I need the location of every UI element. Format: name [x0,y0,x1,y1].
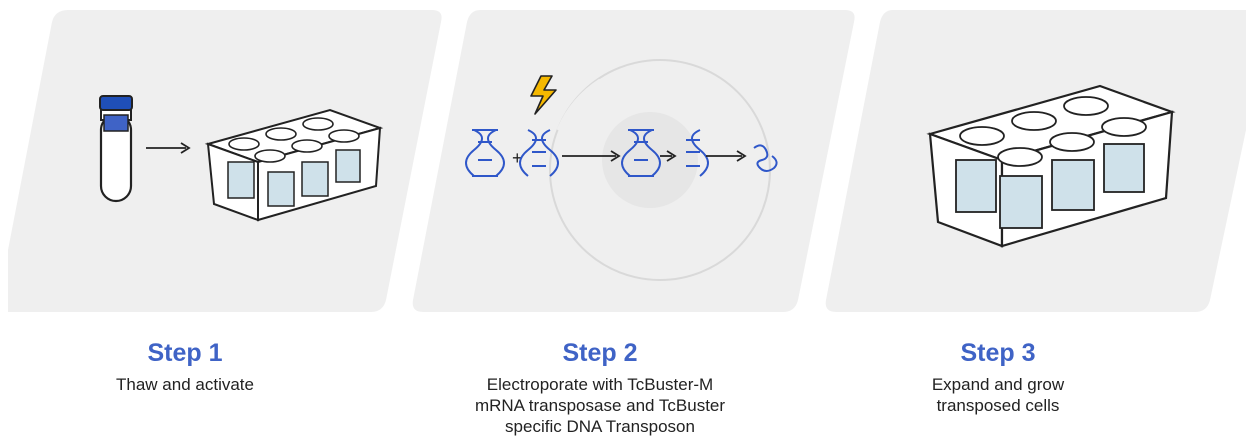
step3-caption: Step 3 Expand and grow transposed cells [898,338,1098,416]
step2-desc-line: mRNA transposase and TcBuster [474,396,726,415]
lightning-bolt-icon [530,75,557,115]
step3-title: Step 3 [960,339,1036,367]
dna-product-icon [686,129,709,177]
step1-title: Step 1 [147,339,223,367]
arrow-icon [562,150,621,162]
step2-title: Step 2 [562,339,638,367]
step1-desc-line: Thaw and activate [116,375,254,394]
illustration-canvas: + [8,10,1246,312]
step3-description: Expand and grow transposed cells [898,374,1098,416]
step2-description: Electroporate with TcBuster-M mRNA trans… [470,374,730,437]
dna-integration-icon [621,129,661,177]
arrow-icon [706,150,747,162]
well-plate-large-icon [926,84,1176,248]
plus-sign: + [512,148,523,168]
step3-desc-line: Expand and grow [931,375,1065,394]
step1-caption: Step 1 Thaw and activate [60,338,310,395]
dna-transposon-icon [465,129,505,177]
test-tube-icon [99,95,133,203]
dna-mrna-icon [519,129,559,177]
step3-desc-line: transposed cells [936,396,1060,415]
arrow-icon [660,150,677,162]
step2-desc-line: specific DNA Transposon [505,417,695,436]
protein-icon [753,144,778,172]
step2-desc-line: Electroporate with TcBuster-M [486,375,714,394]
well-plate-small-icon [204,108,384,222]
step1-description: Thaw and activate [60,374,310,395]
step2-caption: Step 2 Electroporate with TcBuster-M mRN… [470,338,730,437]
arrow-icon [146,142,191,154]
